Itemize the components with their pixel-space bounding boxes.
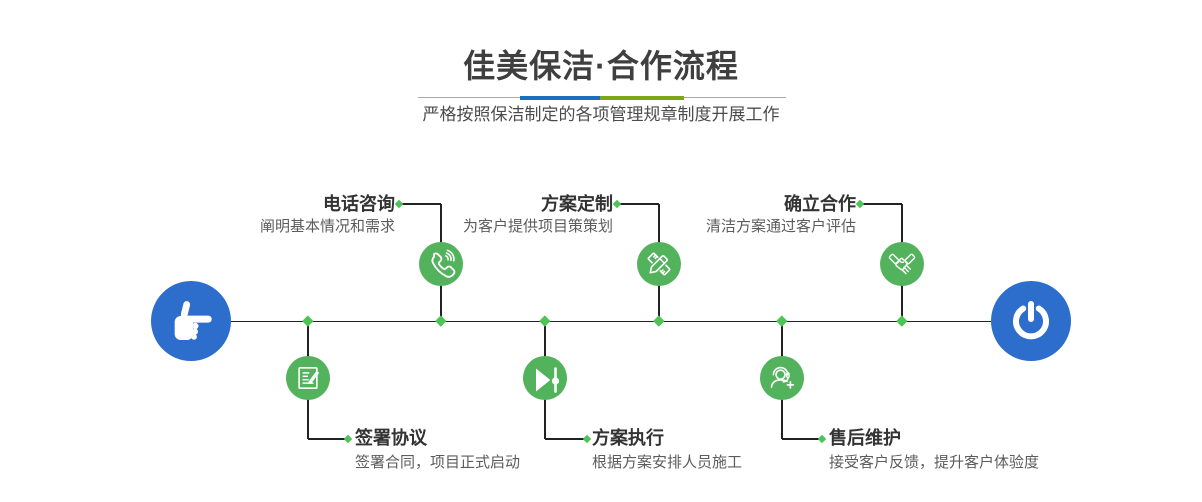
step-node-phone <box>419 241 463 286</box>
hand-point-right-icon <box>168 298 214 344</box>
label-diamond-bullet <box>343 435 353 444</box>
step-title: 方案定制 <box>541 194 613 214</box>
label-diamond-bullet <box>394 200 404 209</box>
step-description: 接受客户反馈，提升客户体验度 <box>829 454 1040 471</box>
step-description: 阐明基本情况和需求 <box>259 217 395 235</box>
timeline-diamond-marker <box>776 315 787 327</box>
power-icon <box>1009 299 1053 343</box>
label-diamond-bullet <box>582 435 592 444</box>
divider-green-segment <box>600 95 684 100</box>
timeline-diamond-marker <box>896 315 907 327</box>
label-diamond-bullet <box>612 200 622 209</box>
timeline-diamond-marker <box>435 315 447 327</box>
step-label: 方案定制 为客户提供项目策策划 <box>463 193 613 237</box>
timeline-diamond-marker <box>539 315 550 327</box>
step-title: 确立合作 <box>784 194 856 214</box>
page-title: 佳美保洁·合作流程 <box>463 48 739 84</box>
title-divider-accent <box>520 95 684 100</box>
step-label: 方案执行 根据方案安排人员施工 <box>592 427 742 473</box>
connector-horizontal <box>860 203 902 205</box>
step-title: 签署协议 <box>355 428 427 448</box>
step-label: 确立合作 清洁方案通过客户评估 <box>706 193 856 237</box>
timeline-diamond-marker <box>302 315 314 327</box>
step-node-handshake <box>880 241 924 286</box>
divider-blue-segment <box>520 95 600 100</box>
step-title: 方案执行 <box>592 428 664 448</box>
label-diamond-bullet <box>855 200 865 209</box>
timeline-main-line <box>231 320 991 322</box>
timeline-diamond-marker <box>653 315 664 327</box>
contract-pen-icon <box>293 363 323 393</box>
step-label: 售后维护 接受客户反馈，提升客户体验度 <box>829 427 1039 473</box>
step-node-customer-service <box>760 355 804 400</box>
handshake-icon <box>885 247 919 281</box>
pencil-ruler-icon <box>643 248 675 280</box>
step-description: 清洁方案通过客户评估 <box>705 217 856 235</box>
step-description: 为客户提供项目策策划 <box>462 217 613 235</box>
label-diamond-bullet <box>817 435 827 444</box>
step-description: 根据方案安排人员施工 <box>592 454 743 471</box>
timeline-start-node <box>151 281 231 361</box>
connector-horizontal <box>308 438 348 440</box>
connector-horizontal <box>782 438 822 440</box>
page-subtitle: 严格按照保洁制定的各项管理规章制度开展工作 <box>422 105 780 124</box>
step-title: 电话咨询 <box>323 194 395 214</box>
step-label: 签署协议 签署合同，项目正式启动 <box>355 427 520 473</box>
step-node-play <box>523 355 567 400</box>
customer-service-plus-icon <box>766 362 798 394</box>
connector-horizontal <box>399 203 441 205</box>
step-node-pencil-ruler <box>637 241 681 286</box>
step-description: 签署合同，项目正式启动 <box>355 454 521 471</box>
connector-horizontal <box>617 203 659 205</box>
play-slider-icon <box>523 356 567 400</box>
phone-call-icon <box>425 248 457 280</box>
timeline-end-node <box>991 281 1071 361</box>
title-divider-line <box>418 95 786 100</box>
step-node-contract <box>286 355 330 400</box>
step-title: 售后维护 <box>829 428 901 448</box>
connector-horizontal <box>545 438 587 440</box>
step-label: 电话咨询 阐明基本情况和需求 <box>260 193 395 237</box>
